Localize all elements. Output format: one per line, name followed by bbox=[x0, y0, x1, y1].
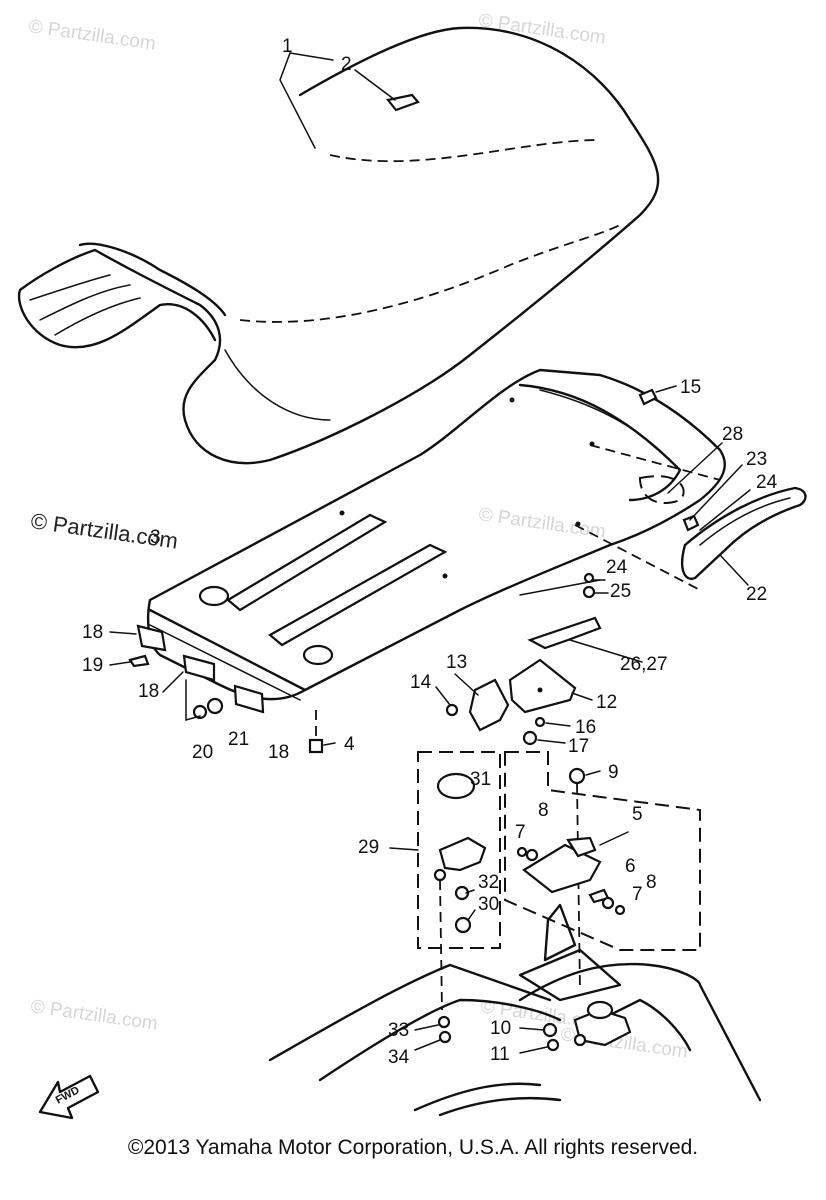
watermark: © Partzilla.com bbox=[27, 16, 157, 55]
watermark-prominent: © Partzilla.com bbox=[29, 508, 179, 553]
callout-25: 25 bbox=[610, 581, 631, 602]
callout-11: 11 bbox=[490, 1044, 510, 1065]
callout-14: 14 bbox=[410, 672, 432, 693]
callout-20: 20 bbox=[192, 742, 213, 763]
callout-26-27: 26,27 bbox=[620, 654, 668, 675]
callout-3: 3 bbox=[150, 527, 161, 548]
callout-labels: 1 2 3 15 28 23 24 22 24 25 18 19 18 20 2… bbox=[82, 36, 778, 1068]
callout-31: 31 bbox=[470, 769, 491, 790]
callout-7a: 7 bbox=[515, 822, 526, 843]
leader-lines bbox=[109, 52, 751, 1054]
callout-8b: 8 bbox=[646, 872, 657, 893]
callout-12: 12 bbox=[596, 692, 617, 713]
callout-32: 32 bbox=[478, 872, 499, 893]
callout-13: 13 bbox=[446, 652, 467, 673]
seat-base bbox=[146, 368, 727, 701]
callout-16: 16 bbox=[575, 717, 596, 738]
copyright-notice: ©2013 Yamaha Motor Corporation, U.S.A. A… bbox=[127, 1136, 699, 1159]
callout-9: 9 bbox=[608, 762, 619, 783]
callout-15: 15 bbox=[680, 377, 701, 398]
latch-assembly-5 bbox=[504, 751, 701, 991]
watermark: © Partzilla.com bbox=[477, 504, 607, 543]
callout-7b: 7 bbox=[632, 884, 643, 905]
seat-cover bbox=[17, 26, 660, 465]
callout-23: 23 bbox=[746, 449, 767, 470]
callout-4: 4 bbox=[344, 734, 355, 755]
callout-10: 10 bbox=[490, 1018, 511, 1039]
callout-6: 6 bbox=[625, 856, 636, 877]
callout-24: 24 bbox=[756, 472, 778, 493]
callout-5: 5 bbox=[632, 804, 643, 825]
callout-28: 28 bbox=[722, 424, 743, 445]
callout-8a: 8 bbox=[538, 800, 549, 821]
small-parts bbox=[128, 388, 658, 754]
callout-19: 19 bbox=[82, 655, 103, 676]
hinge-assembly-29 bbox=[417, 751, 501, 1011]
callout-24b: 24 bbox=[606, 557, 628, 578]
callout-33: 33 bbox=[388, 1020, 409, 1041]
callout-17: 17 bbox=[568, 736, 589, 757]
callout-29: 29 bbox=[358, 837, 379, 858]
grab-bar bbox=[681, 486, 807, 580]
hull-deck bbox=[268, 903, 762, 1117]
callout-34: 34 bbox=[388, 1047, 410, 1068]
fwd-arrow-icon: FWD bbox=[38, 1074, 100, 1120]
watermark: © Partzilla.com bbox=[29, 996, 159, 1035]
callout-30: 30 bbox=[478, 894, 499, 915]
callout-22: 22 bbox=[746, 584, 767, 605]
callout-18b: 18 bbox=[138, 681, 159, 702]
callout-2: 2 bbox=[341, 54, 352, 75]
callout-18c: 18 bbox=[268, 742, 289, 763]
callout-21: 21 bbox=[228, 729, 249, 750]
callout-18a: 18 bbox=[82, 622, 103, 643]
callout-1: 1 bbox=[282, 36, 293, 57]
